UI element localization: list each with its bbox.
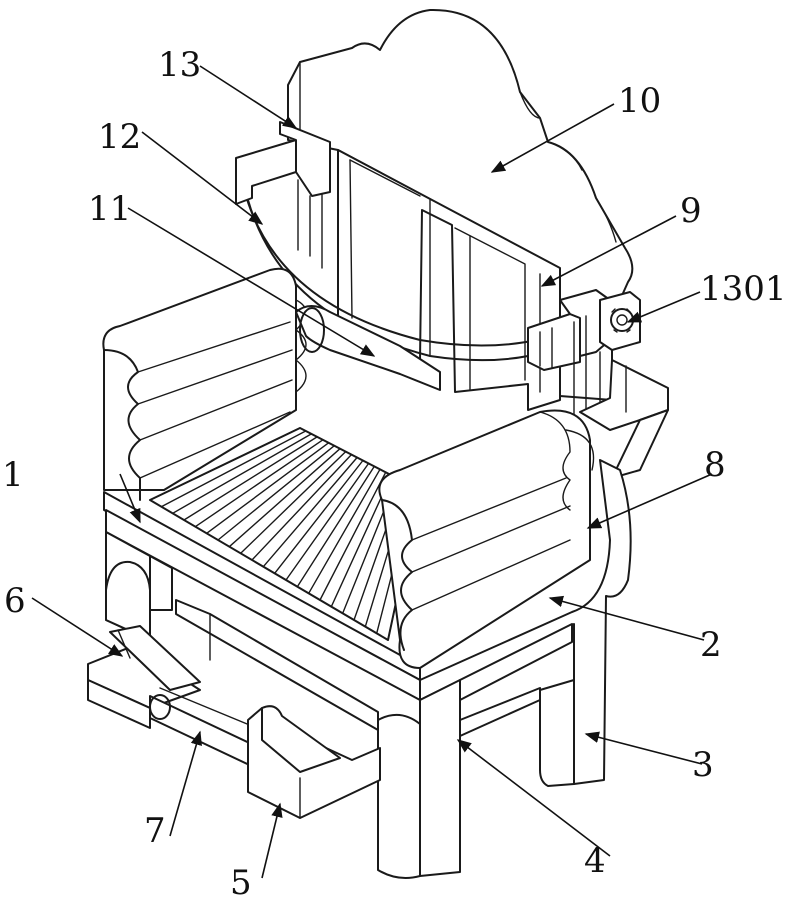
label-5: 5 xyxy=(230,863,252,902)
leader-13 xyxy=(200,66,296,128)
footrest-right-block xyxy=(248,706,380,818)
leader-5 xyxy=(262,804,280,878)
label-13: 13 xyxy=(158,45,201,85)
label-8: 8 xyxy=(704,445,726,485)
label-1301: 1301 xyxy=(700,269,786,309)
label-9: 9 xyxy=(680,191,702,231)
leader-7 xyxy=(170,732,200,836)
label-12: 12 xyxy=(98,117,141,157)
label-7: 7 xyxy=(144,811,166,851)
left-band-clamp xyxy=(236,122,330,268)
label-1: 1 xyxy=(2,455,24,495)
label-10: 10 xyxy=(618,81,661,121)
label-6: 6 xyxy=(4,581,26,621)
label-11: 11 xyxy=(88,189,131,229)
label-3: 3 xyxy=(692,745,714,785)
label-4: 4 xyxy=(584,841,606,881)
label-2: 2 xyxy=(700,625,722,665)
adjust-knob xyxy=(600,292,640,350)
rear-right-leg xyxy=(540,680,574,786)
